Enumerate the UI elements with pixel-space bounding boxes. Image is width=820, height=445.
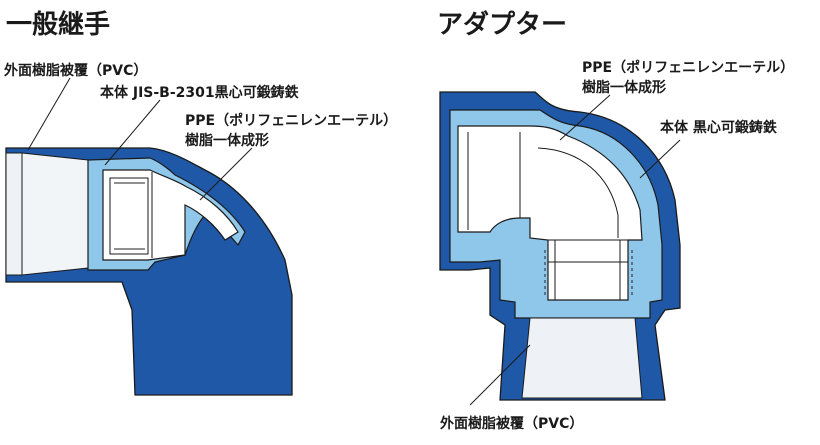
right-pvc-leader [469,344,531,406]
general-fitting-figure: 一般継手 外面樹脂被覆（PVC） 本体 JIS-B-2301黒心可鍛鋳鉄 PPE… [4,9,397,396]
right-ppe-liner [457,125,643,301]
right-inner-lines [467,132,628,300]
left-pvc-label: 外面樹脂被覆（PVC） [4,62,147,79]
right-thread-marks [544,250,633,296]
right-ppe-label-line2: 樹脂一体成形 [582,79,666,96]
adapter-figure: アダプター PPE（ポリフェニレンエーテル） 樹脂一体成形 本体 [437,9,794,432]
left-bore-taper [21,152,89,276]
left-ppe-label-line1: PPE（ポリフェニレンエーテル） [185,112,397,129]
right-body-leader [639,139,681,179]
left-ppe-label-line2: 樹脂一体成形 [185,132,269,149]
left-body-label: 本体 JIS-B-2301黒心可鍛鋳鉄 [100,84,300,101]
right-bottom-bore [521,317,643,399]
left-bore-cone [5,152,23,276]
left-body-leader [104,99,161,166]
adapter-title: アダプター [437,9,567,40]
left-pvc-leader [27,77,71,151]
left-ppe-leader [199,147,253,201]
general-fitting-title: 一般継手 [6,9,110,40]
right-ppe-leader [559,94,611,141]
left-threaded-socket [109,177,149,255]
right-pvc-label: 外面樹脂被覆（PVC） [440,415,583,432]
right-body-label: 本体 黒心可鍛鋳鉄 [660,119,778,136]
right-ppe-label-line1: PPE（ポリフェニレンエーテル） [582,59,794,76]
left-thread-marks [114,182,145,250]
